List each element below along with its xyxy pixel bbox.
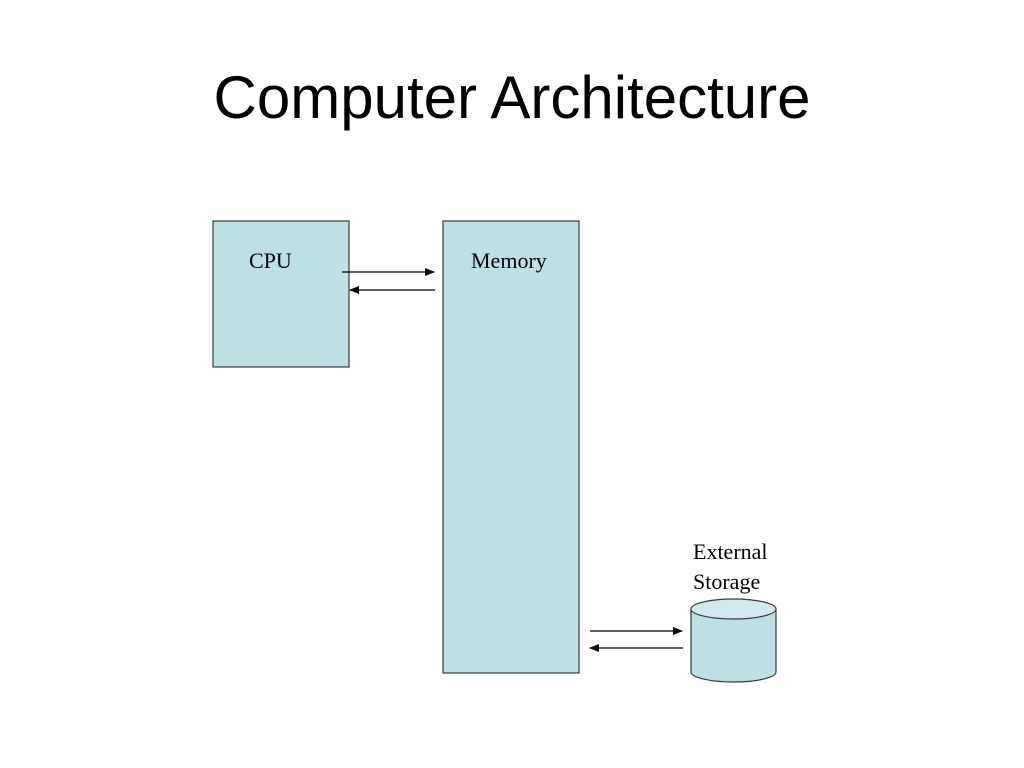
cpu-node: CPU bbox=[212, 220, 350, 368]
storage-label-line1: External bbox=[693, 539, 768, 564]
cpu-box bbox=[212, 220, 350, 368]
cpu-label: CPU bbox=[249, 248, 292, 273]
slide-title: Computer Architecture bbox=[213, 64, 811, 131]
memory-storage-connector bbox=[589, 627, 683, 652]
memory-node: Memory bbox=[442, 220, 580, 674]
storage-node: External Storage bbox=[690, 539, 777, 683]
storage-cylinder-body bbox=[690, 609, 777, 683]
memory-box bbox=[442, 220, 580, 674]
storage-label-line2: Storage bbox=[693, 569, 760, 594]
cpu-memory-connector bbox=[342, 268, 435, 294]
storage-cylinder-top bbox=[690, 598, 777, 620]
memory-label: Memory bbox=[471, 248, 547, 273]
